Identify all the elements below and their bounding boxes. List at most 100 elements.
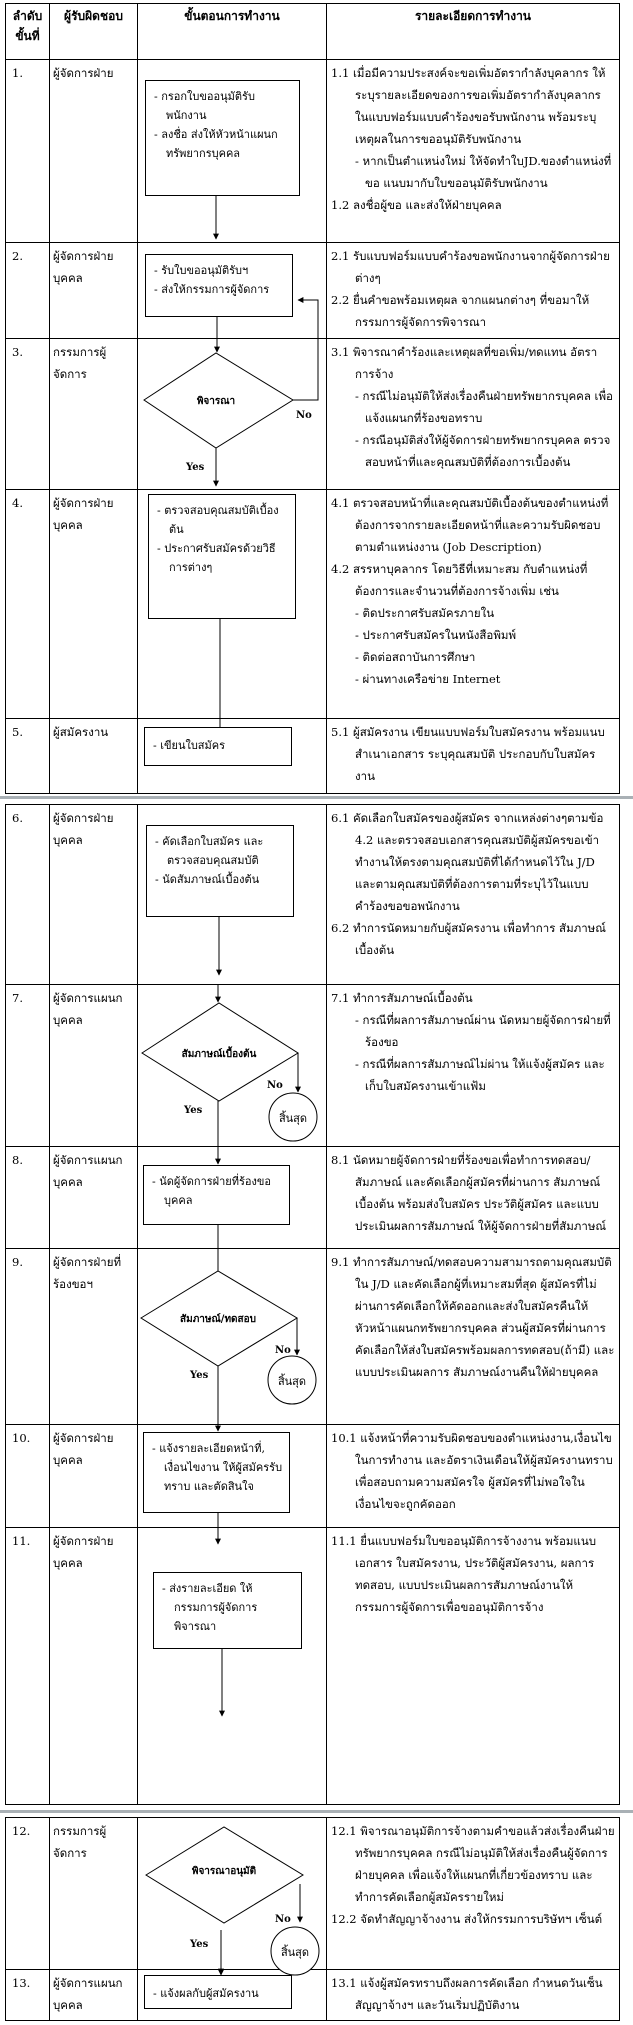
- process-step-text: - นัดสัมภาษณ์เบื้องต้น: [155, 873, 260, 886]
- detail-number: 3.1: [331, 345, 350, 359]
- detail-number: 6.2: [331, 921, 350, 935]
- detail-text: นัดหมายผู้จัดการฝ่ายที่ร้องขอเพื่อทำการท…: [352, 1153, 607, 1233]
- detail-subitem: - กรณีที่ผลการสัมภาษณ์ไม่ผ่าน ให้แจ้งผู้…: [355, 1057, 605, 1093]
- detail-cell: 6.1 คัดเลือกใบสมัครของผู้สมัคร จากแหล่งต…: [326, 805, 619, 984]
- detail-cell: 10.1 แจ้งหน้าที่ความรับผิดชอบของตำแหน่งง…: [326, 1425, 619, 1527]
- detail-item: 1.1 เมื่อมีความประสงค์จะขอเพิ่มอัตรากำลั…: [331, 62, 615, 150]
- process-box: - รับใบขออนุมัติรับฯ - ส่งให้กรรมการผู้จั…: [145, 254, 293, 317]
- header-step: ลำดับขั้นที่: [12, 9, 43, 43]
- flow-cell: [137, 243, 326, 338]
- step-number: 6.: [12, 811, 23, 825]
- flow-cell: [137, 339, 326, 489]
- flow-cell: [137, 1818, 326, 1969]
- page-break: [0, 796, 633, 799]
- process-step-text: - กรอกใบขออนุมัติรับพนักงาน: [154, 90, 255, 122]
- process-step-text: - คัดเลือกใบสมัคร และตรวจสอบคุณสมบัติ: [155, 835, 264, 867]
- detail-number: 4.2: [331, 562, 350, 576]
- detail-text: ยื่นคำขอพร้อมเหตุผล จากแผนกต่างๆ ที่ขอมา…: [352, 293, 590, 329]
- detail-item: 6.1 คัดเลือกใบสมัครของผู้สมัคร จากแหล่งต…: [331, 807, 615, 917]
- detail-cell: 3.1 พิจารณาคำร้องและเหตุผลที่ขอเพิ่ม/ทดแ…: [326, 339, 619, 489]
- detail-item: 5.1 ผู้สมัครงาน เขียนแบบฟอร์มใบสมัครงาน …: [331, 721, 615, 787]
- step-number: 13.: [12, 1976, 31, 1990]
- process-step-text: - นัดผู้จัดการฝ่ายที่ร้องขอบุคคล: [152, 1175, 271, 1207]
- responsible-party: ผู้จัดการฝ่ายบุคคล: [49, 1425, 137, 1527]
- detail-text: ทำการนัดหมายกับผู้สมัครงาน เพื่อทำการ สั…: [352, 921, 606, 957]
- step-number: 9.: [12, 1255, 23, 1269]
- detail-subitem: - ประกาศรับสมัครในหนังสือพิมพ์: [355, 628, 517, 642]
- header-details: รายละเอียดการทำงาน: [326, 4, 619, 59]
- detail-text: ผู้สมัครงาน เขียนแบบฟอร์มใบสมัครงาน พร้อ…: [352, 725, 605, 783]
- responsible-party: ผู้จัดการแผนกบุคคล: [49, 1147, 137, 1248]
- detail-item: 1.2 ลงชื่อผู้ขอ และส่งให้ฝ่ายบุคคล: [331, 194, 615, 216]
- process-step-text: - ตรวจสอบคุณสมบัติเบื้องต้น: [157, 504, 279, 536]
- flow-cell: [137, 1425, 326, 1527]
- detail-cell: 4.1 ตรวจสอบหน้าที่และคุณสมบัติเบื้องต้นข…: [326, 490, 619, 718]
- detail-item: 13.1 แจ้งผู้สมัครทราบถึงผลการคัดเลือก กำ…: [331, 1972, 615, 2016]
- responsible-party: ผู้จัดการแผนกบุคคล: [49, 1970, 137, 2020]
- detail-number: 2.2: [331, 293, 350, 307]
- process-box: - นัดผู้จัดการฝ่ายที่ร้องขอบุคคล: [143, 1165, 290, 1225]
- process-box: - ส่งรายละเอียด ให้กรรมการผู้จัดการพิจาร…: [153, 1572, 302, 1649]
- detail-number: 12.2: [331, 1912, 357, 1926]
- detail-subitem: - ผ่านทางเครือข่าย Internet: [355, 672, 501, 686]
- detail-text: พิจารณาคำร้องและเหตุผลที่ขอเพิ่ม/ทดแทน อ…: [352, 345, 598, 381]
- step-number: 5.: [12, 725, 23, 739]
- process-step-text: - ส่งให้กรรมการผู้จัดการ: [154, 283, 270, 296]
- process-box: - แจ้งผลกับผู้สมัครงาน: [144, 1975, 292, 2009]
- detail-item: 7.1 ทำการสัมภาษณ์เบื้องต้น: [331, 987, 615, 1009]
- detail-text: พิจารณาอนุมัติการจ้างตามคำขอแล้วส่งเรื่อ…: [355, 1824, 615, 1904]
- process-box: - แจ้งรายละเอียดหน้าที่, เงื่อนไขงาน ให้…: [143, 1432, 290, 1513]
- process-step-text: - แจ้งรายละเอียดหน้าที่, เงื่อนไขงาน ให้…: [152, 1442, 283, 1493]
- step-number: 12.: [12, 1824, 31, 1838]
- process-step-text: - ส่งรายละเอียด ให้กรรมการผู้จัดการพิจาร…: [162, 1582, 258, 1633]
- detail-number: 1.2: [331, 198, 350, 212]
- detail-item: 6.2 ทำการนัดหมายกับผู้สมัครงาน เพื่อทำกา…: [331, 917, 615, 961]
- process-box: - เขียนใบสมัคร: [144, 727, 292, 766]
- detail-item: 2.2 ยื่นคำขอพร้อมเหตุผล จากแผนกต่างๆ ที่…: [331, 289, 615, 333]
- detail-item: 8.1 นัดหมายผู้จัดการฝ่ายที่ร้องขอเพื่อทำ…: [331, 1149, 615, 1237]
- detail-cell: 9.1 ทำการสัมภาษณ์/ทดสอบความสามารถตามคุณส…: [326, 1249, 619, 1424]
- process-step-text: - แจ้งผลกับผู้สมัครงาน: [153, 1987, 259, 2000]
- detail-subitem: - กรณีไม่อนุมัติให้ส่งเรื่องคืนฝ่ายทรัพย…: [355, 389, 613, 425]
- process-step-text: - เขียนใบสมัคร: [153, 739, 226, 752]
- detail-cell: 1.1 เมื่อมีความประสงค์จะขอเพิ่มอัตรากำลั…: [326, 60, 619, 242]
- detail-text: แจ้งหน้าที่ความรับผิดชอบของตำแหน่งงาน,เง…: [355, 1431, 613, 1511]
- detail-number: 13.1: [331, 1976, 357, 1990]
- flow-cell: [137, 1147, 326, 1248]
- header-procedure: ขั้นตอนการทำงาน: [137, 4, 326, 59]
- detail-number: 5.1: [331, 725, 350, 739]
- detail-number: 6.1: [331, 811, 350, 825]
- detail-number: 11.1: [331, 1534, 357, 1548]
- table-row: 13. ผู้จัดการแผนกบุคคล 13.1 แจ้งผู้สมัครทร…: [6, 1969, 619, 2020]
- detail-item: 12.2 จัดทำสัญญาจ้างงาน ส่งให้กรรมการบริษ…: [331, 1908, 615, 1930]
- detail-cell: 13.1 แจ้งผู้สมัครทราบถึงผลการคัดเลือก กำ…: [326, 1970, 619, 2020]
- detail-number: 10.1: [331, 1431, 357, 1445]
- detail-cell: 2.1 รับแบบฟอร์มแบบคำร้องขอพนักงานจากผู้จ…: [326, 243, 619, 338]
- detail-subitem: - ติดต่อสถาบันการศึกษา: [355, 650, 476, 664]
- detail-text: เมื่อมีความประสงค์จะขอเพิ่มอัตรากำลังบุค…: [352, 66, 606, 146]
- detail-number: 4.1: [331, 496, 350, 510]
- detail-cell: 11.1 ยื่นแบบฟอร์มใบขออนุมัติการจ้างงาน พ…: [326, 1528, 619, 1804]
- detail-text: สรรหาบุคลากร โดยวิธีที่เหมาะสม กับตำแหน่…: [352, 562, 588, 598]
- detail-item: 12.1 พิจารณาอนุมัติการจ้างตามคำขอแล้วส่ง…: [331, 1820, 615, 1908]
- step-number: 11.: [12, 1534, 31, 1548]
- procedure-table: ลำดับขั้นที่ผู้รับผิดชอบขั้นตอนการทำงานร…: [5, 3, 620, 794]
- detail-text: ตรวจสอบหน้าที่และคุณสมบัติเบื้องต้นของตำ…: [352, 496, 609, 554]
- detail-item: 10.1 แจ้งหน้าที่ความรับผิดชอบของตำแหน่งง…: [331, 1427, 615, 1515]
- detail-text: จัดทำสัญญาจ้างงาน ส่งให้กรรมการบริษัทฯ เ…: [360, 1912, 603, 1926]
- process-step-text: - รับใบขออนุมัติรับฯ: [154, 264, 249, 277]
- flow-cell: [137, 1528, 326, 1804]
- process-box: - ตรวจสอบคุณสมบัติเบื้องต้น- ประกาศรับสม…: [148, 494, 296, 619]
- detail-subitem: - กรณีอนุมัติส่งให้ผู้จัดการฝ่ายทรัพยากร…: [355, 433, 611, 469]
- flow-cell: [137, 805, 326, 984]
- flow-cell: [137, 1249, 326, 1424]
- detail-subitem: - กรณีที่ผลการสัมภาษณ์ผ่าน นัดหมายผู้จัด…: [355, 1013, 611, 1049]
- detail-text: ทำการสัมภาษณ์เบื้องต้น: [352, 991, 473, 1005]
